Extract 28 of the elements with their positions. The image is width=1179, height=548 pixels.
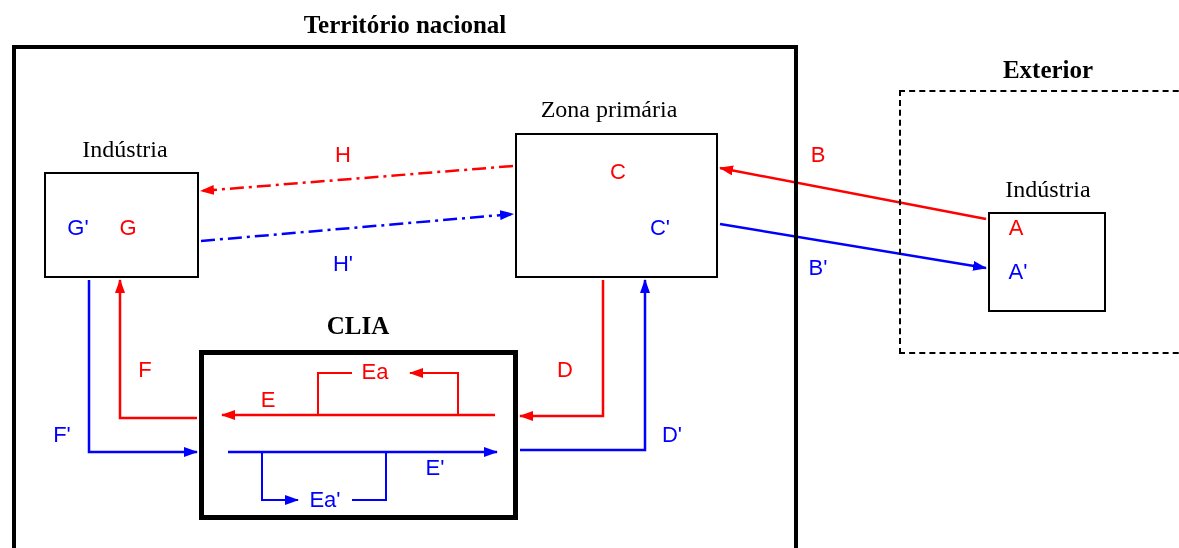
edge-label: D bbox=[557, 359, 573, 381]
flow-letter: A bbox=[1008, 217, 1024, 239]
flow-arrow bbox=[519, 280, 605, 421]
flow-letter: C bbox=[610, 161, 626, 183]
edge-label: H' bbox=[332, 253, 354, 275]
flow-letter: C' bbox=[649, 217, 671, 239]
region-heading: Território nacional bbox=[303, 12, 507, 37]
flow-letter: G bbox=[119, 217, 137, 239]
region-heading: Indústria bbox=[82, 137, 168, 161]
flow-arrow bbox=[87, 280, 198, 457]
region-heading: Exterior bbox=[1002, 57, 1094, 82]
flow-arrow bbox=[115, 279, 197, 420]
edge-label: F bbox=[138, 359, 152, 381]
edge-label: B bbox=[810, 144, 826, 166]
edge-label: H bbox=[335, 144, 351, 166]
flow-arrow bbox=[719, 222, 987, 271]
flow-letter: A' bbox=[1008, 261, 1028, 283]
flow-arrow bbox=[200, 164, 514, 195]
edge-label: B' bbox=[808, 257, 828, 279]
flow-letter: G' bbox=[67, 217, 89, 239]
edge-label: D' bbox=[661, 424, 683, 446]
region-heading: Indústria bbox=[1005, 177, 1091, 201]
region-heading: CLIA bbox=[326, 313, 390, 338]
flow-arrow bbox=[200, 210, 514, 243]
flow-arrow bbox=[520, 279, 650, 452]
edge-label: F' bbox=[53, 424, 71, 446]
region-heading: Zona primária bbox=[540, 97, 678, 121]
flow-arrow bbox=[719, 165, 987, 221]
